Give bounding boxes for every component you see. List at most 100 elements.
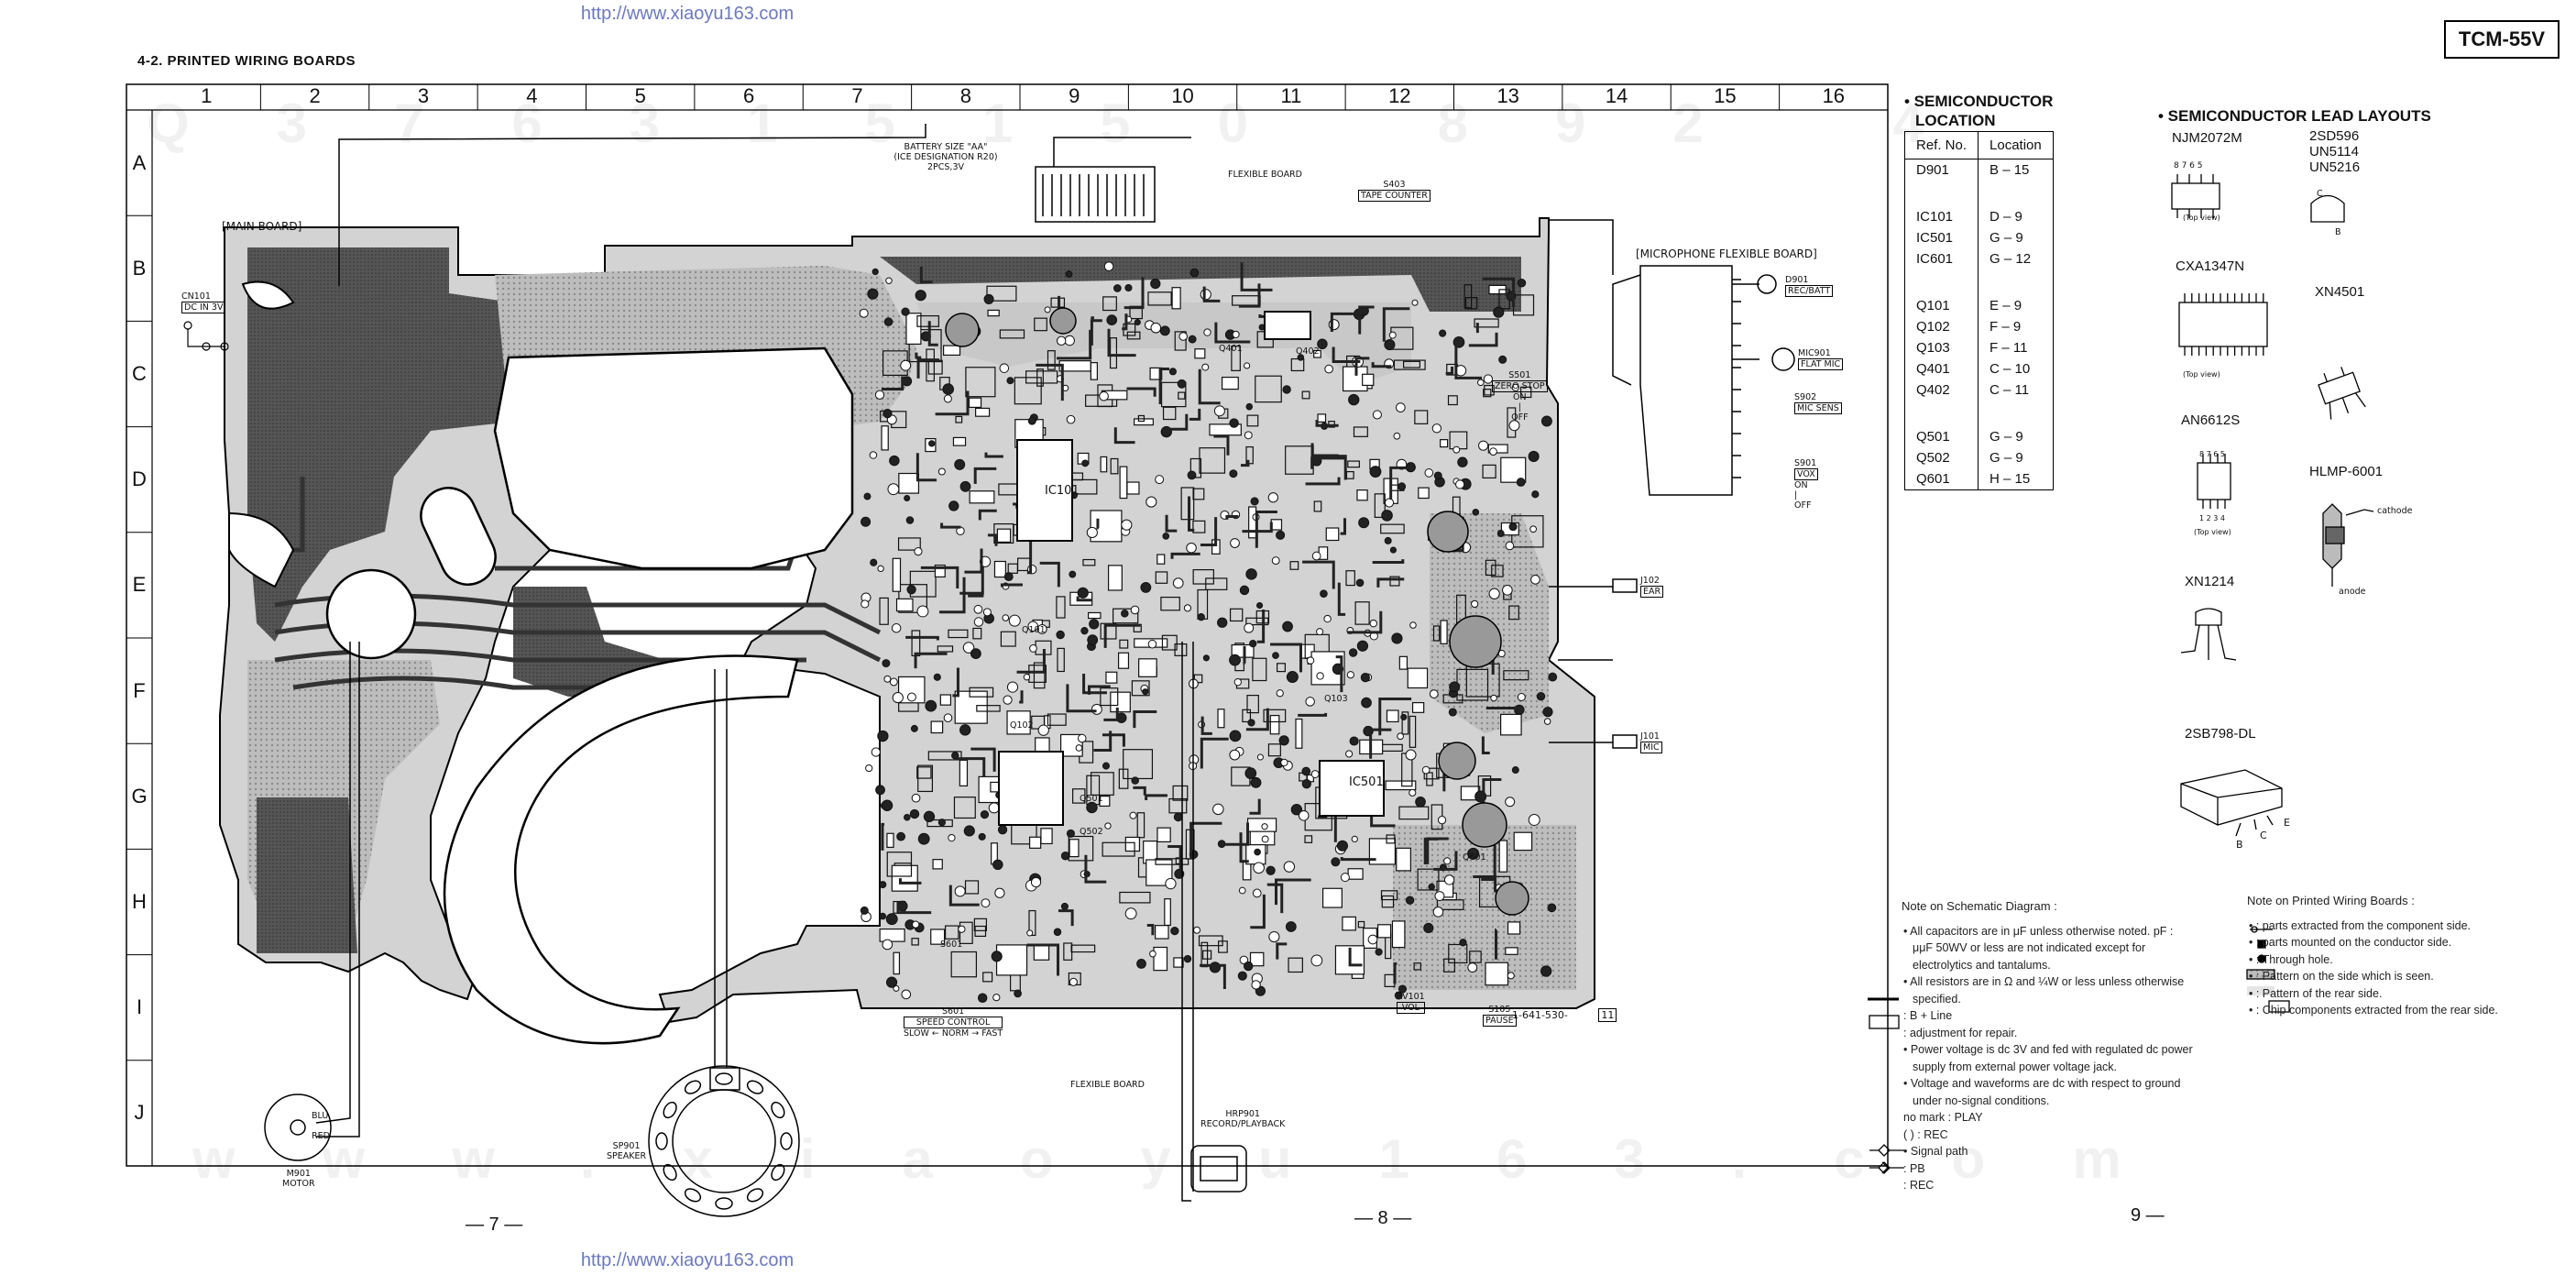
grid-row-label: F — [133, 678, 146, 702]
pcb-via — [992, 859, 1003, 871]
pcb-component — [1304, 835, 1313, 843]
pcb-via — [1187, 470, 1197, 480]
pcb-via — [1528, 450, 1540, 462]
grid-column-label: 8 — [959, 84, 971, 107]
pcb-trace — [916, 358, 940, 379]
pcb-via — [885, 976, 898, 988]
pcb-via — [1437, 816, 1447, 825]
pcb-via — [900, 359, 912, 371]
part-hlmp6001: HLMP-6001 — [2309, 464, 2384, 479]
pcb-component — [886, 832, 894, 849]
note-item: • : parts extracted from the component s… — [2249, 918, 2471, 932]
pcb-via — [1508, 420, 1520, 432]
semiconductor-location-title: • SEMICONDUCTOR LOCATION — [1904, 93, 2054, 129]
pcb-component — [1199, 447, 1226, 474]
pcb-via — [1439, 329, 1447, 337]
pcb-trace — [1058, 909, 1074, 927]
pcb-trace — [1202, 286, 1221, 302]
pcb-via — [1498, 355, 1507, 364]
pcb-via — [1249, 640, 1257, 648]
pcb-via — [1355, 578, 1365, 588]
watermark-url-top[interactable]: http://www.xiaoyu163.com — [580, 4, 795, 24]
an-pins-top: 8 7 6 5 — [2199, 450, 2225, 458]
s601-label-top: S601 — [940, 940, 963, 950]
pcb-via — [1409, 788, 1417, 797]
pcb-via — [906, 585, 916, 595]
pcb-via — [1488, 588, 1500, 599]
pcb-component — [1082, 558, 1096, 566]
q101-label: Q101 — [1022, 625, 1046, 635]
grid-row-label: D — [132, 467, 147, 491]
pcb-via — [1301, 766, 1311, 776]
pcb-via — [1244, 431, 1253, 440]
pcb-trace — [1189, 408, 1201, 421]
speaker-hole — [746, 1080, 764, 1094]
header-location: Location — [1978, 132, 2053, 159]
pcb-trace — [915, 352, 922, 359]
pcb-component — [930, 929, 946, 945]
pcb-trace — [1239, 832, 1249, 863]
q103-label: Q103 — [1324, 694, 1348, 704]
pcb-via — [1415, 797, 1426, 808]
pcb-via — [983, 293, 994, 304]
pcb-via — [1375, 948, 1383, 956]
pcb-via — [1251, 980, 1261, 990]
pcb-via — [1298, 810, 1310, 821]
pcb-component — [1153, 946, 1168, 972]
lead-layouts-title: • SEMICONDUCTOR LEAD LAYOUTS — [2158, 107, 2431, 125]
pcb-trace — [1335, 655, 1343, 693]
red-wire-label: RED — [312, 1131, 330, 1141]
pcb-via — [1229, 418, 1239, 428]
pcb-via — [1517, 693, 1526, 701]
pcb-component — [1110, 691, 1131, 713]
pcb-via — [1086, 526, 1098, 539]
pcb-via — [1142, 688, 1149, 696]
pcb-component — [1058, 360, 1091, 372]
location-ref: Q402 — [1905, 379, 1979, 401]
pcb-via — [1283, 861, 1296, 873]
pcb-via — [904, 813, 911, 821]
pcb-via — [1106, 314, 1118, 325]
pcb-via — [1493, 306, 1505, 318]
pcb-via — [1245, 568, 1257, 580]
pcb-component — [1483, 389, 1492, 398]
watermark-url-bottom[interactable]: http://www.xiaoyu163.com — [580, 1250, 795, 1270]
pcb-trace — [1250, 894, 1266, 929]
pcb-via — [1543, 718, 1551, 725]
part-xn4501: XN4501 — [2315, 284, 2365, 300]
pcb-via — [1081, 459, 1090, 467]
pcb-trace — [1256, 610, 1266, 643]
pcb-via — [1530, 575, 1540, 585]
pcb-component — [1000, 631, 1016, 647]
pcb-via — [1069, 570, 1077, 578]
pcb-via — [1531, 490, 1540, 499]
pcb-component — [1136, 812, 1145, 839]
pcb-via — [1489, 447, 1497, 456]
pcb-via — [906, 692, 916, 702]
pcb-trace — [1358, 305, 1375, 335]
pcb-via — [1229, 654, 1241, 666]
pcb-via — [1066, 414, 1076, 424]
pcb-via — [1238, 886, 1246, 895]
pcb-via — [1517, 279, 1527, 288]
pcb-via — [1297, 354, 1305, 361]
pcb-component — [1069, 839, 1080, 858]
grid-row-label: E — [132, 573, 147, 597]
pcb-via — [883, 317, 893, 326]
pcb-via — [1478, 440, 1489, 451]
pcb-component — [1173, 957, 1184, 968]
pcb-via — [948, 833, 956, 842]
pcb-trace — [1167, 844, 1182, 879]
pcb-via — [1188, 335, 1197, 344]
pcb-trace — [1036, 363, 1064, 401]
pcb-component — [1389, 576, 1400, 587]
pcb-via — [1250, 776, 1262, 788]
pcb-via — [1026, 929, 1034, 937]
ic-body — [1016, 439, 1073, 542]
sb798-pin-b: B — [2236, 839, 2243, 851]
location-value: F – 9 — [1990, 319, 2022, 335]
